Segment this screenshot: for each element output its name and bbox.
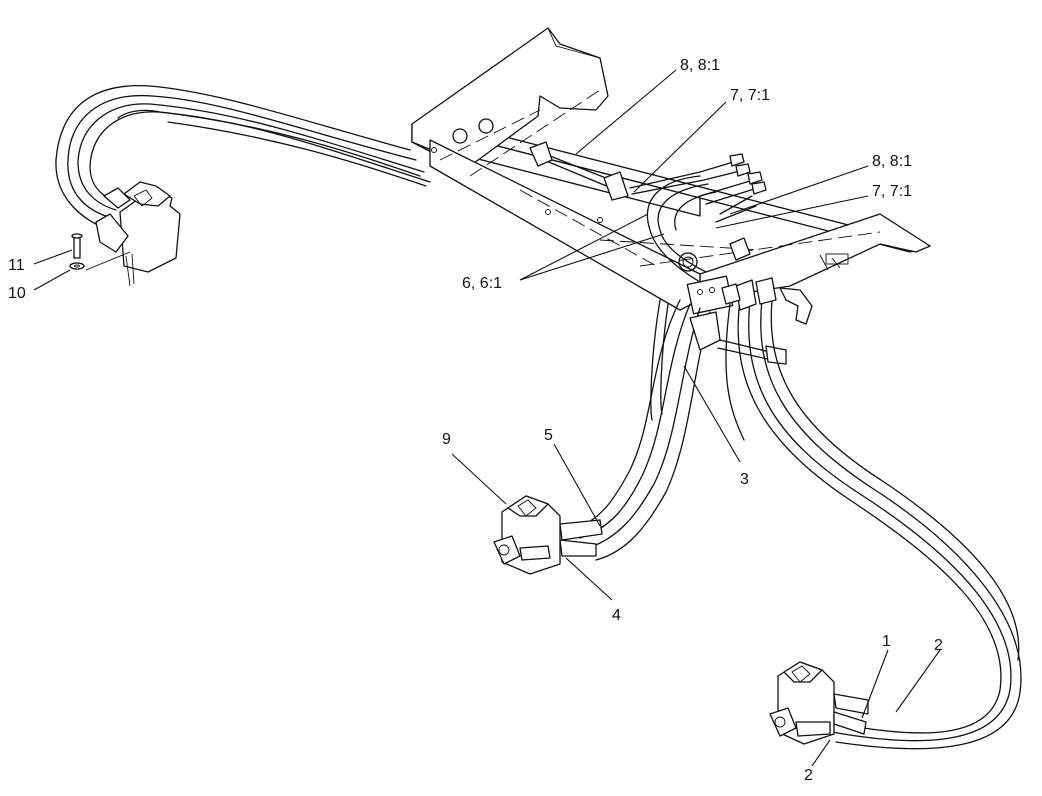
callout-7-7-1-right: 7, 7:1 — [872, 183, 912, 200]
callout-2-lower: 2 — [804, 767, 813, 784]
hoses-left — [55, 84, 431, 231]
bolt-and-washer — [69, 233, 85, 270]
callout-3: 3 — [740, 471, 749, 488]
hoses-right — [721, 277, 1022, 750]
leader-lines — [33, 69, 941, 767]
callout-11: 11 — [8, 257, 25, 274]
hose-loop-6 — [646, 175, 717, 283]
short-hoses-top — [529, 141, 767, 261]
callout-5: 5 — [544, 427, 553, 444]
right-motor — [769, 661, 869, 745]
left-motor — [85, 181, 181, 287]
callout-8-8-1-top: 8, 8:1 — [680, 57, 720, 74]
callout-4: 4 — [612, 607, 621, 624]
hoses-center — [569, 299, 787, 561]
callout-9: 9 — [442, 431, 451, 448]
callout-10: 10 — [8, 285, 26, 302]
center-motor — [493, 495, 603, 575]
callout-1: 1 — [882, 633, 891, 650]
callout-labels: 8, 8:1 7, 7:1 8, 8:1 7, 7:1 6, 6:1 3 9 5… — [8, 57, 943, 784]
callout-7-7-1-top: 7, 7:1 — [730, 87, 770, 104]
callout-8-8-1-right: 8, 8:1 — [872, 153, 912, 170]
callout-6-6-1: 6, 6:1 — [462, 275, 502, 292]
callout-2-upper: 2 — [934, 637, 943, 654]
